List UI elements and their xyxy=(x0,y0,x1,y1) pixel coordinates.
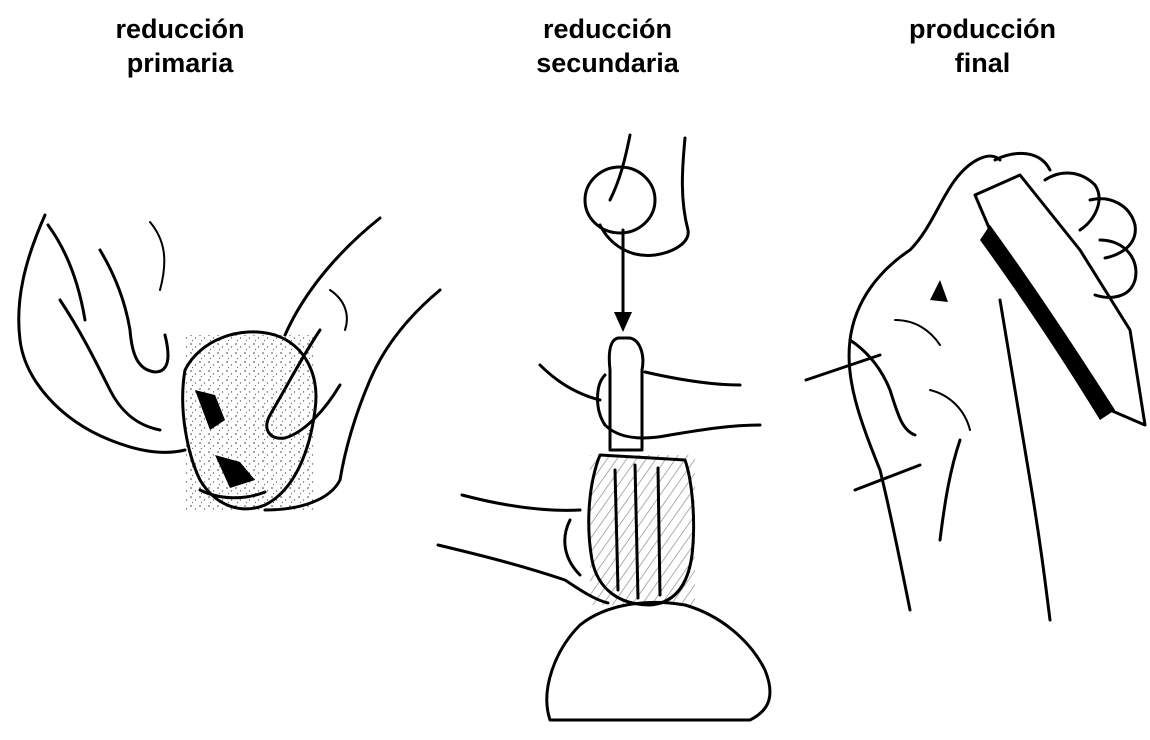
secondary-reduction-illustration xyxy=(430,0,790,740)
panel-final-production: producción final xyxy=(790,0,1150,740)
panel-secondary-reduction: reducción secundaria xyxy=(430,0,790,740)
strike-arrow-head xyxy=(614,312,632,332)
working-hand-fingers xyxy=(1045,173,1136,297)
panel-primary-reduction: reducción primaria xyxy=(0,0,440,740)
pressure-arrow-1 xyxy=(806,355,880,380)
holding-hand-outline xyxy=(849,156,1000,610)
holding-hand-wrist xyxy=(1000,300,1050,620)
middle-hand xyxy=(540,365,760,438)
direction-arrow xyxy=(930,280,948,302)
final-production-illustration xyxy=(790,0,1150,740)
lower-hand xyxy=(438,495,608,603)
left-hand-fingers xyxy=(48,225,168,430)
blade-edge-shadow xyxy=(980,225,1115,420)
pressure-arrow-2 xyxy=(855,465,920,490)
primary-reduction-illustration xyxy=(0,0,440,740)
anvil-stone xyxy=(547,602,770,720)
